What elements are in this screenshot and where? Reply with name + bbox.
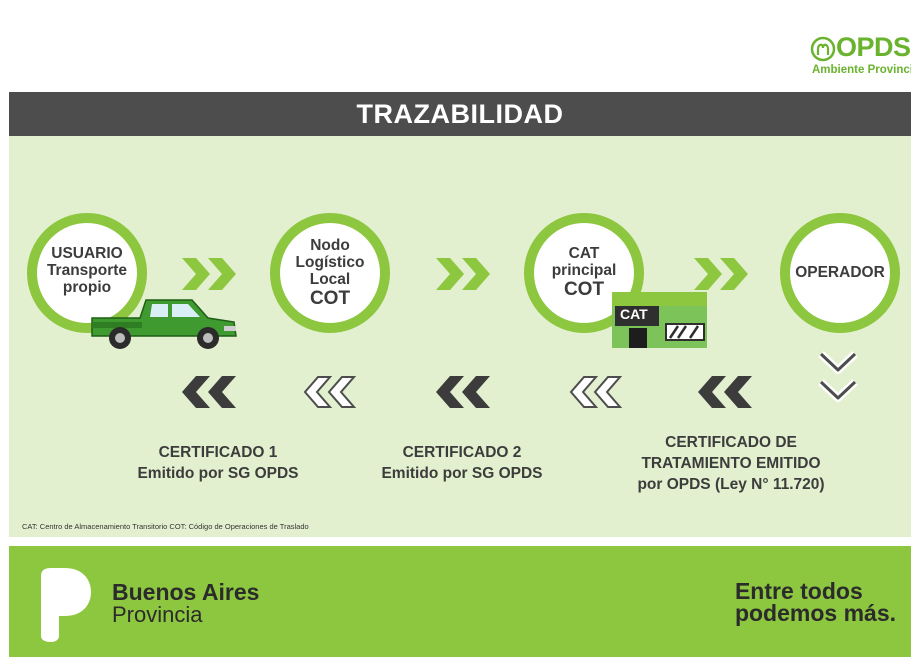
footer-slogan: Entre todos podemos más.	[734, 578, 896, 626]
opds-logo-text: OPDS	[836, 32, 911, 62]
pickup-truck-icon	[91, 299, 237, 349]
double-chevron-right-icon	[182, 258, 236, 290]
double-chevron-left-outline-icon	[303, 376, 357, 408]
buenos-aires-p-logo-icon	[41, 568, 91, 642]
double-chevron-left-icon	[436, 376, 490, 408]
step-cat-line3: COT	[563, 279, 605, 300]
certificate-2-title: CERTIFICADO 2	[402, 444, 522, 461]
step-nodo-line2: Logístico	[295, 254, 365, 271]
step-usuario-line3: propio	[62, 279, 112, 296]
certificate-3-line3: por OPDS (Ley N° 11.720)	[637, 476, 825, 493]
certificate-3: CERTIFICADO DE TRATAMIENTO EMITIDO por O…	[606, 432, 856, 495]
step-operador-label: OPERADOR	[790, 264, 890, 281]
double-chevron-down-icon	[818, 351, 858, 402]
certificate-3-line1: CERTIFICADO DE	[665, 434, 797, 451]
step-operador-line1: OPERADOR	[795, 264, 885, 281]
certificate-2: CERTIFICADO 2 Emitido por SG OPDS	[362, 442, 562, 484]
title-bar: TRAZABILIDAD	[9, 92, 911, 136]
footer-brand-name: Buenos Aires	[112, 579, 260, 605]
step-cat-circle: CAT principal COT	[524, 213, 644, 333]
step-nodo-line3: Local	[309, 271, 351, 288]
opds-logo-icon	[810, 36, 836, 62]
double-chevron-right-icon	[436, 258, 490, 290]
step-usuario-line2: Transporte	[46, 262, 128, 279]
opds-logo: OPDS Ambiente Provincia	[810, 32, 911, 82]
double-chevron-left-icon	[182, 376, 236, 408]
step-nodo-line4: COT	[309, 288, 351, 309]
double-chevron-right-icon	[694, 258, 748, 290]
footer-slogan-line2: podemos más.	[734, 600, 896, 626]
opds-logo-subtitle: Ambiente Provincia	[812, 64, 911, 76]
step-usuario-label: USUARIO Transporte propio	[37, 245, 137, 296]
footer-brand-province: Provincia	[112, 602, 203, 627]
step-cat-line1: CAT	[568, 245, 600, 262]
page-title: TRAZABILIDAD	[356, 99, 564, 129]
certificate-2-issuer: Emitido por SG OPDS	[381, 465, 543, 482]
certificate-3-line2: TRATAMIENTO EMITIDO	[641, 455, 821, 472]
step-nodo-label: Nodo Logístico Local COT	[280, 237, 380, 309]
footnote: CAT: Centro de Almacenamiento Transitori…	[22, 522, 309, 531]
footer-slogan-line1: Entre todos	[734, 578, 863, 604]
step-usuario-line1: USUARIO	[51, 245, 123, 262]
double-chevron-left-outline-icon	[569, 376, 623, 408]
step-operador-circle: OPERADOR	[780, 213, 900, 333]
certificate-1-issuer: Emitido por SG OPDS	[137, 465, 299, 482]
footer: Buenos Aires Provincia Entre todos podem…	[9, 546, 911, 657]
cat-building-icon: CAT	[612, 292, 707, 348]
cat-building-sign: CAT	[620, 306, 648, 322]
double-chevron-left-icon	[698, 376, 752, 408]
certificate-1: CERTIFICADO 1 Emitido por SG OPDS	[118, 442, 318, 484]
step-nodo-line1: Nodo	[310, 237, 350, 254]
step-cat-line2: principal	[551, 262, 617, 279]
step-usuario-circle: USUARIO Transporte propio	[27, 213, 147, 333]
certificate-1-title: CERTIFICADO 1	[158, 444, 278, 461]
step-nodo-circle: Nodo Logístico Local COT	[270, 213, 390, 333]
step-cat-label: CAT principal COT	[534, 245, 634, 300]
